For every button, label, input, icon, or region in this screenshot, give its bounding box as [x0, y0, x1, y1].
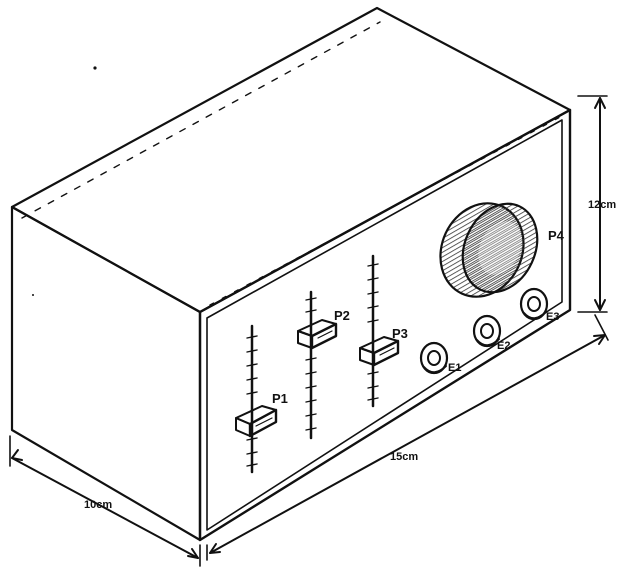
speck [93, 66, 97, 70]
rotary-knob-p4 [439, 202, 539, 298]
label-p2: P2 [334, 308, 350, 323]
slider-knob [297, 319, 338, 350]
slider-ticks [246, 335, 258, 467]
box-outline [10, 6, 572, 542]
dimension-height [577, 95, 608, 313]
dimension-depth [9, 435, 201, 567]
dimension-width [206, 314, 609, 561]
speck [32, 294, 34, 296]
slider-p1 [235, 324, 278, 474]
knob-face [461, 202, 539, 294]
label-width: 15cm [390, 451, 418, 463]
slider-ticks [305, 297, 317, 431]
label-e2: E2 [497, 340, 510, 352]
socket-e3 [519, 287, 549, 321]
label-e1: E1 [448, 362, 461, 374]
label-depth: 10cm [84, 499, 112, 511]
label-p4: P4 [548, 228, 565, 243]
hidden-line-panel [209, 116, 561, 306]
box-side-face [10, 205, 202, 542]
label-height: 12cm [588, 199, 616, 211]
slider-p2 [297, 290, 338, 440]
hidden-line-top [21, 21, 381, 219]
socket-e1 [419, 341, 449, 375]
slider-knob [235, 405, 278, 438]
front-plate-edge [206, 119, 563, 531]
slider-p3 [359, 254, 400, 408]
socket-e2 [472, 314, 502, 348]
slider-ticks [367, 263, 379, 401]
slider-knob [359, 336, 400, 367]
box-front-panel [198, 108, 572, 542]
label-p3: P3 [392, 326, 408, 341]
label-p1: P1 [272, 391, 288, 406]
label-e3: E3 [546, 311, 559, 323]
